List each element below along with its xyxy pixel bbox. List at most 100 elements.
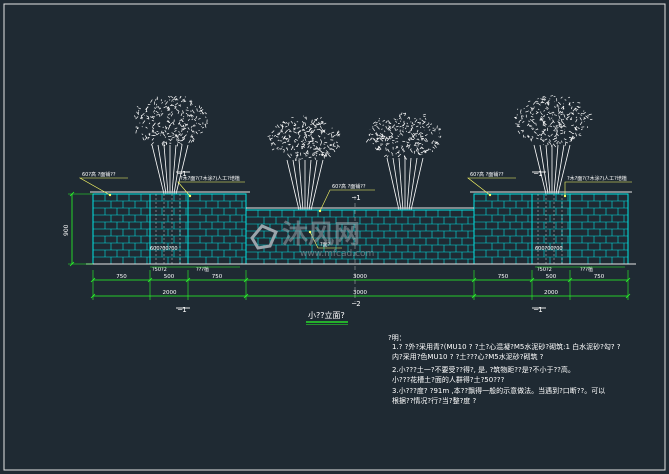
tree-leaf [167,106,171,110]
tree-leaf [554,105,556,109]
dim-tick [243,277,249,283]
tree-leaf [560,105,565,110]
tree-leaf [400,112,403,116]
tree-leaf [277,139,280,142]
tree-leaf [179,134,182,136]
tree-leaf [317,135,321,138]
tree-leaf [287,144,289,146]
tree-leaf [171,98,175,101]
tree-leaf [385,126,388,129]
tree-trunk [173,144,183,195]
tree-leaf [434,141,437,143]
tree-leaf [556,140,559,143]
tree-leaf [567,116,569,119]
tree-leaf [312,120,316,125]
tree-leaf [411,122,414,124]
tree-leaf [415,142,419,144]
tree-leaf [318,147,321,150]
tree-leaf [151,115,155,120]
tree-leaf [399,132,403,136]
tree-leaf [517,124,519,126]
tree-leaf [532,101,537,105]
tree-leaf [526,105,529,107]
tree-leaf [540,131,544,136]
tree-leaf [280,124,284,128]
tree-leaf [420,136,424,138]
tree-leaf [424,134,428,137]
tree-leaf [391,139,395,142]
tree-leaf [386,126,391,130]
tree-leaf [529,119,533,121]
dim-tick [471,277,477,283]
tree-leaf [312,129,316,133]
tree-leaf [429,148,431,151]
tree-leaf [542,132,547,136]
tree-leaf [327,153,331,158]
tree-leaf [152,130,155,134]
tree-left-outer [134,95,208,195]
tree-leaf [560,129,564,132]
tree-leaf [318,121,321,126]
tree-leaf [271,148,275,151]
tree-leaf [560,111,563,114]
tree-leaf [531,128,535,131]
tree-leaf [269,137,273,140]
tree-leaf [141,113,145,117]
tree-leaf [151,129,153,133]
tree-leaf [391,135,393,138]
tree-leaf [308,126,311,129]
tree-leaf [331,133,333,138]
tree-leaf [376,137,379,139]
label-left-bottom-3: ???植 [196,266,209,273]
tree-leaf [391,152,393,155]
tree-leaf [169,99,171,101]
tree-leaf [384,130,386,133]
tree-leaf [190,139,194,143]
tree-leaf [198,123,202,126]
tree-leaf [181,136,184,140]
leader-right-top-1-label: 60?高 ?面铺?? [470,171,504,178]
tree-leaf [336,131,340,135]
tree-leaf [370,137,373,140]
tree-leaf [408,144,411,147]
tree-leaf [530,137,533,141]
tree-leaf [434,142,438,145]
notes-line-4: 小???花槽土?面的人群得?土?50??? [392,376,505,384]
tree-leaf [308,127,313,131]
tree-leaf [336,130,339,134]
tree-leaf [183,100,187,103]
tree-leaf [282,141,285,144]
tree-leaf [307,145,310,149]
tree-leaf [150,99,153,103]
tree-leaf [423,139,427,143]
leader-center-1: 60?高 ?面铺?? [318,183,375,213]
tree-leaf [320,121,323,123]
height-dimension-label: 900 [63,224,70,236]
tree-leaf [577,106,581,109]
tree-leaf [284,129,288,134]
watermark-logo: 沐风网 www.mfcad.com [250,220,374,259]
tree-plants [134,95,593,211]
tree-leaf [160,130,163,134]
tree-leaf [547,116,551,119]
tree-leaf [293,148,296,151]
tree-leaf [145,135,148,139]
tree-leaf [365,138,369,143]
tree-leaf [167,119,170,123]
leader-line [319,189,375,212]
tree-leaf [399,153,402,156]
tree-leaf [320,122,324,125]
tree-leaf [385,120,388,124]
tree-leaf [331,136,334,138]
tree-leaf [553,129,556,132]
leader-right-top-2: ?木?面?(?木涂?)人工?培植 [563,175,632,198]
tree-leaf [296,151,299,154]
tree-leaf [190,134,193,136]
tree-leaf [436,141,440,145]
tree-leaf [560,132,564,135]
tree-leaf [178,121,181,125]
tree-leaf [206,122,208,125]
tree-leaf [204,116,207,118]
section-mark-bottom-right: ─1 [533,306,543,314]
